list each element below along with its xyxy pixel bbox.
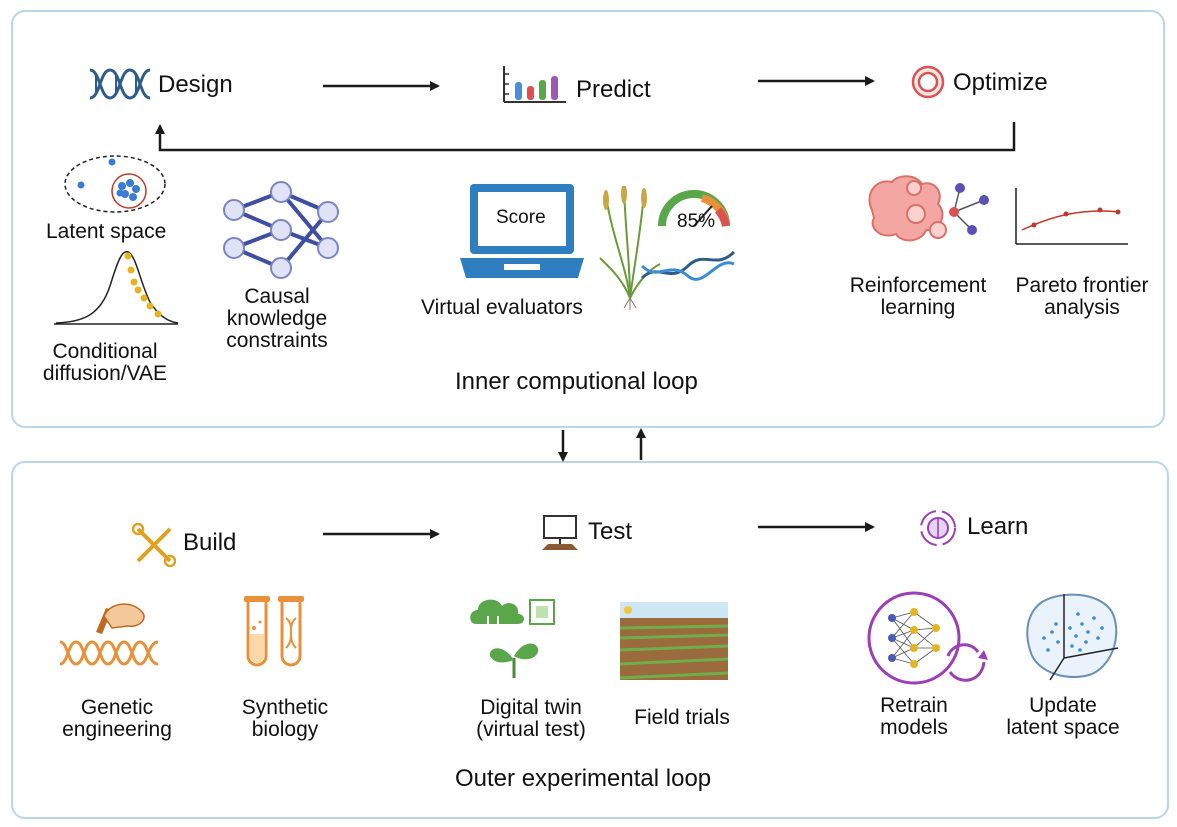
laptop-icon [460,184,584,278]
laptop-score-text: Score [496,207,546,228]
test-tubes-icon [244,596,304,667]
plant-gauge-icon [599,186,736,310]
vials-icon [503,66,566,103]
distribution-curve-icon [54,251,179,325]
design-stage-label: Design [158,71,233,98]
digital-twin-icon [470,599,555,678]
learn-stage-label: Learn [967,513,1029,540]
test-stage-label: Test [588,518,633,545]
pareto-plot-icon [1015,188,1128,245]
pareto-frontier-label: Pareto frontier analysis [1015,274,1149,320]
optimize-stage-label: Optimize [953,69,1048,96]
arrow-optimize-back-to-design [155,122,1016,152]
build-stage-label: Build [183,529,237,556]
update-latent-space-label: Update latent space [1006,694,1120,740]
inner-loop-title: Inner computional loop [455,368,698,395]
outer-loop-panel [11,461,1169,819]
reinforcement-learning-label: Reinforcement learning [849,274,987,320]
latent-space-icon [64,155,166,213]
latent-space-label: Latent space [46,220,167,243]
genetic-engineering-label: Genetic engineering [62,696,172,742]
synthetic-biology-label: Synthetic biology [241,696,329,742]
causal-constraints-label: Causal knowledge constraints [226,285,328,353]
brain-gears-icon [868,175,989,242]
target-ring-icon [911,65,945,99]
gene-editing-icon [59,603,159,666]
latent-scatter-icon [1026,593,1119,681]
dna-icon [89,68,151,100]
field-icon [620,602,728,680]
outer-loop-title: Outer experimental loop [455,765,712,792]
gauge-value-text: 85% [677,211,716,232]
inner-loop-panel [11,10,1165,428]
digital-twin-label: Digital twin (virtual test) [476,696,586,742]
predict-stage-label: Predict [576,76,651,103]
retrain-models-label: Retrain models [880,694,948,740]
neural-network-icon [223,181,339,279]
retrain-network-icon [867,591,988,685]
conditional-diffusion-label: Conditional diffusion/VAE [42,340,168,386]
monitor-icon [542,515,578,550]
tools-icon [132,523,176,567]
learning-brain-icon [920,510,956,546]
field-trials-label: Field trials [634,706,730,729]
virtual-evaluators-label: Virtual evaluators [421,296,583,319]
